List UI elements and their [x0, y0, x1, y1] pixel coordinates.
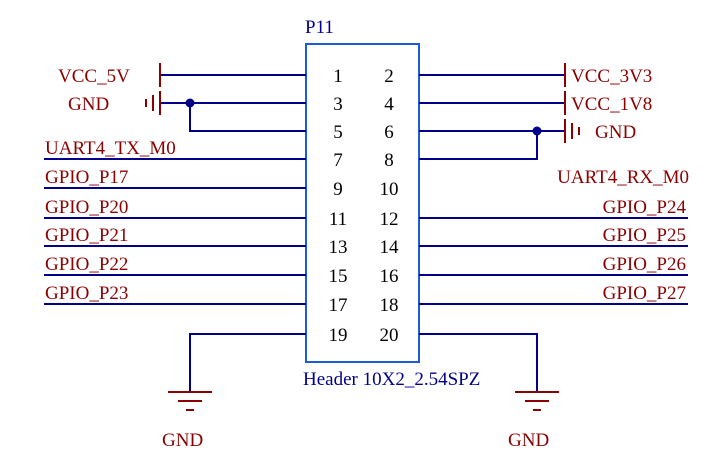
net-label-gpio-p26: GPIO_P26 [603, 254, 686, 275]
net-label-gpio-p27: GPIO_P27 [603, 283, 686, 304]
pin-number-6: 6 [384, 122, 394, 143]
net-label-gpio-p17: GPIO_P17 [45, 167, 128, 188]
pin-number-8: 8 [384, 150, 394, 171]
wire-pin20-gnd [419, 333, 538, 392]
net-label-gpio-p21: GPIO_P21 [45, 225, 128, 246]
pin-number-7: 7 [333, 150, 343, 171]
vcc-3v3-label: VCC_3V3 [571, 66, 652, 87]
vcc-5v-label: VCC_5V [58, 66, 130, 87]
pin-number-5: 5 [333, 122, 343, 143]
net-label-gpio-p25: GPIO_P25 [603, 225, 686, 246]
pin-number-15: 15 [329, 266, 348, 287]
gnd-bottom-left-label: GND [162, 430, 203, 451]
vcc-1v8-label: VCC_1V8 [571, 94, 652, 115]
gnd-bottom-right-symbol [515, 391, 559, 411]
pin-number-12: 12 [380, 209, 399, 230]
net-label-gpio-p20: GPIO_P20 [45, 197, 128, 218]
net-label-gpio-p22: GPIO_P22 [45, 254, 128, 275]
pin-number-16: 16 [380, 266, 399, 287]
pin-number-19: 19 [329, 325, 348, 346]
header-designator: P11 [305, 17, 334, 38]
gnd-right-label: GND [595, 122, 636, 143]
pin-number-4: 4 [384, 94, 394, 115]
pin-number-17: 17 [329, 295, 348, 316]
left-wires [44, 74, 306, 392]
header-footprint: Header 10X2_2.54SPZ [303, 369, 480, 390]
pin-number-20: 20 [380, 325, 399, 346]
net-label-uart4-tx: UART4_TX_M0 [45, 138, 176, 159]
pin-number-18: 18 [380, 295, 399, 316]
gnd-bottom-right-label: GND [508, 430, 549, 451]
net-label-gpio-p23: GPIO_P23 [45, 283, 128, 304]
junction-left [185, 98, 195, 108]
wire-pin8-gnd [419, 131, 538, 160]
pin-number-9: 9 [333, 179, 343, 200]
gnd-left-symbol [145, 91, 161, 115]
net-label-gpio-p24: GPIO_P24 [603, 197, 687, 218]
junction-right [532, 126, 542, 136]
header-body [305, 43, 420, 363]
pin-number-10: 10 [380, 179, 399, 200]
net-label-uart4-rx: UART4_RX_M0 [557, 167, 689, 188]
pin-number-2: 2 [384, 66, 394, 87]
pin-number-14: 14 [380, 237, 400, 258]
gnd-left-label: GND [68, 94, 109, 115]
pin-number-11: 11 [329, 209, 347, 230]
wire-pin5-gnd [189, 103, 306, 132]
pin-number-3: 3 [333, 94, 343, 115]
pin-number-13: 13 [329, 237, 348, 258]
gnd-bottom-left-symbol [168, 391, 212, 411]
wire-pin19-gnd [189, 333, 306, 392]
gnd-right-symbol [564, 119, 580, 143]
pin-number-1: 1 [333, 66, 343, 87]
